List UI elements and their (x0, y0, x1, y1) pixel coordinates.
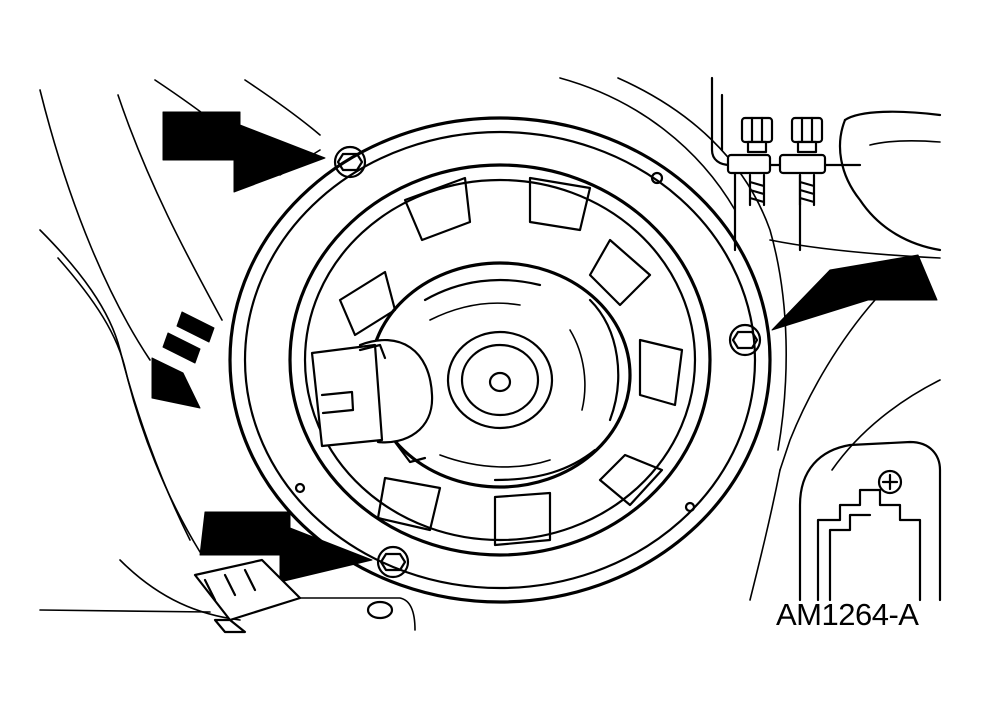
hex-bolt-icon (740, 116, 774, 207)
upper-right-bracket (710, 76, 942, 259)
solid-arrow-icon (199, 511, 373, 583)
flange-studs (294, 171, 696, 513)
electrical-connector (310, 339, 434, 464)
hex-bolt-icon (790, 116, 824, 207)
figure-id-label: AM1264-A (776, 597, 919, 632)
lower-right-panel (798, 440, 942, 602)
motor-housing (288, 163, 712, 557)
mounting-flange (228, 116, 772, 604)
dashed-arrow-icon (151, 311, 215, 409)
hex-bolt-icon (376, 545, 410, 579)
harness-connector (193, 558, 302, 634)
hex-bolt-icon (728, 323, 762, 357)
hex-bolt-icon (333, 145, 367, 179)
solid-arrow-icon (771, 254, 938, 331)
solid-arrow-icon (162, 111, 326, 193)
